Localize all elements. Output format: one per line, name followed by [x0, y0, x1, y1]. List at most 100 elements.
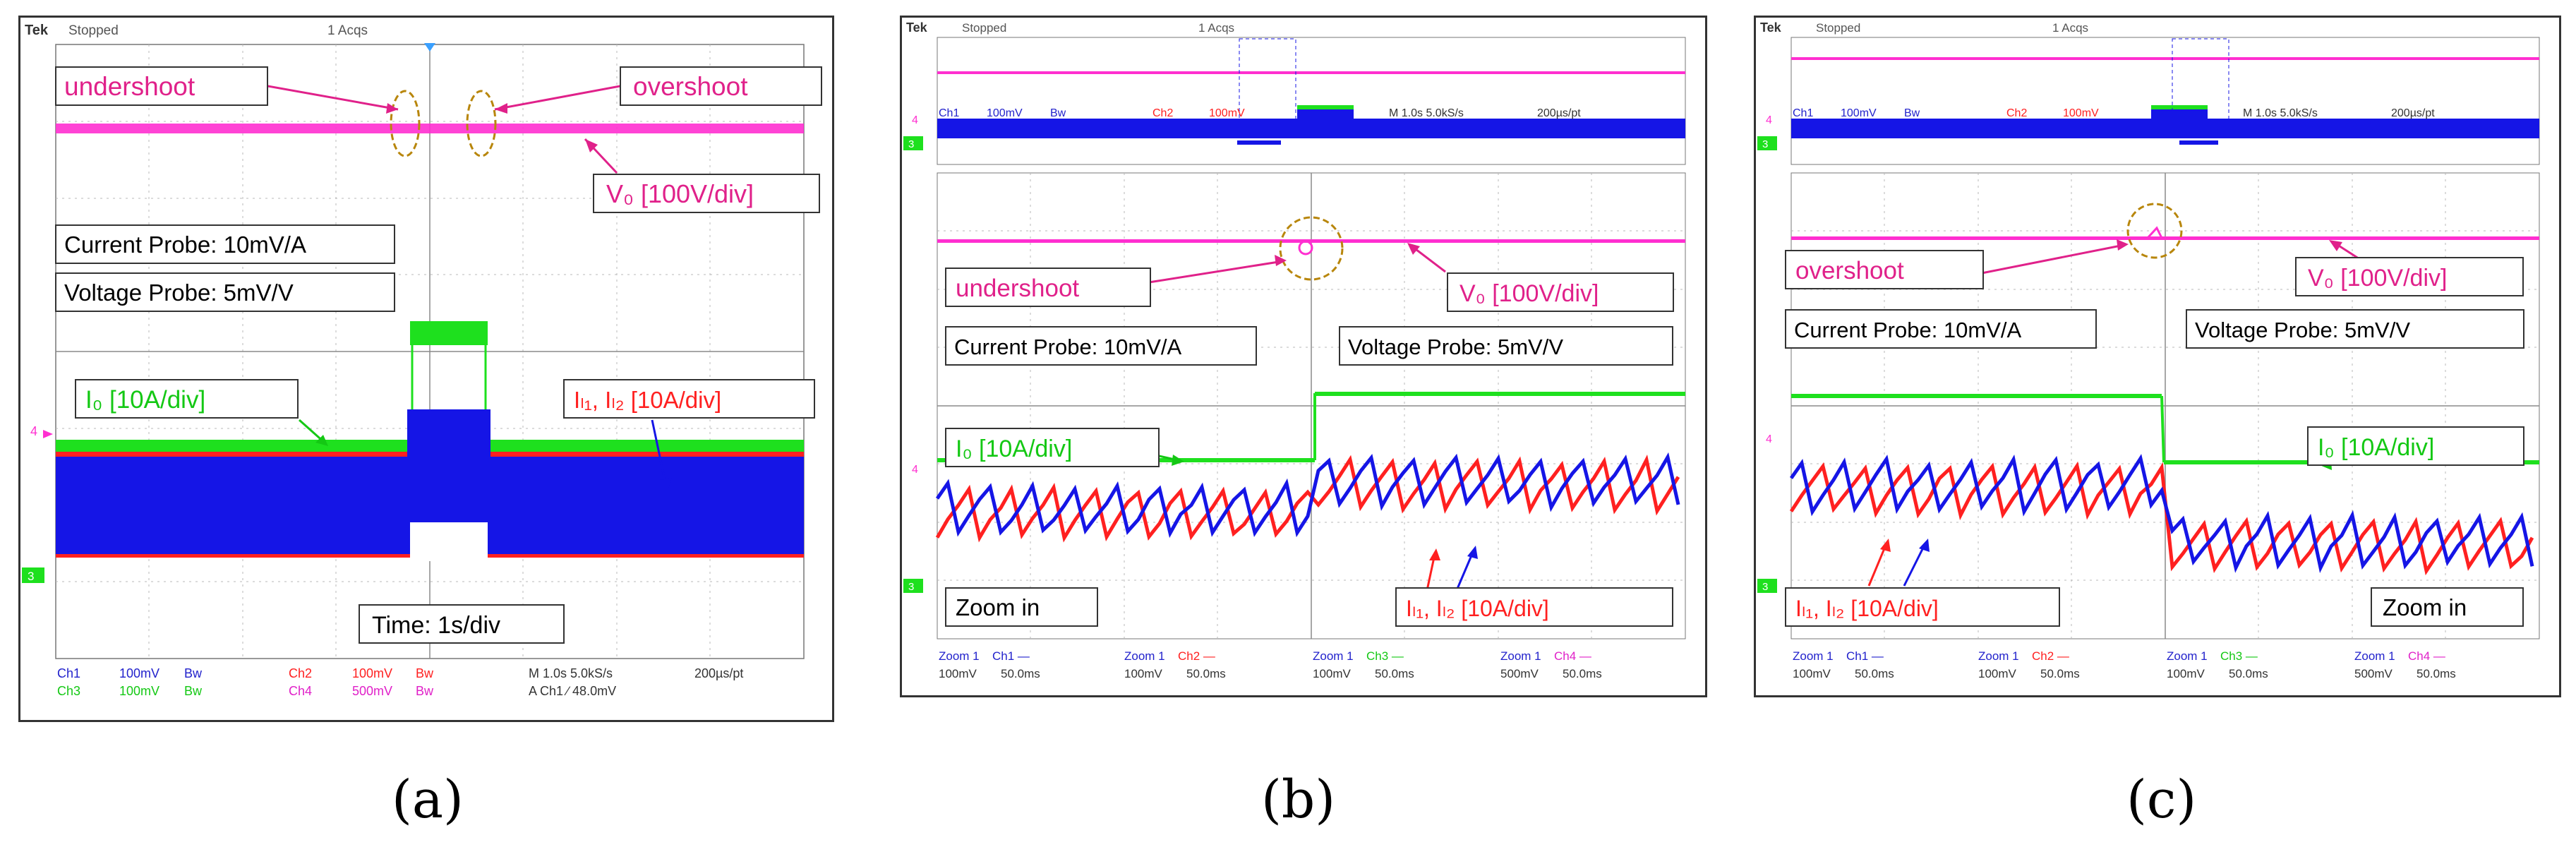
- svg-text:A Ch1 ∕ 48.0mV: A Ch1 ∕ 48.0mV: [529, 684, 616, 698]
- overshoot-label: overshoot: [633, 72, 748, 101]
- svg-text:100mV: 100mV: [2063, 107, 2099, 119]
- vo-trace: [56, 124, 804, 133]
- caption-c: (c): [2126, 769, 2196, 830]
- svg-text:Βw: Βw: [1904, 107, 1920, 119]
- current-probe-label: Current Probe: 10mV/A: [64, 232, 306, 258]
- svg-text:50.0ms: 50.0ms: [2229, 667, 2268, 680]
- acqs-label: 1 Acqs: [327, 23, 368, 38]
- vo-label: V₀ [100V/div]: [606, 179, 754, 208]
- svg-text:Ch4: Ch4: [289, 684, 312, 698]
- svg-text:500mV: 500mV: [2354, 667, 2393, 680]
- vo-label-b: V₀ [100V/div]: [1459, 280, 1599, 307]
- svg-text:200µs/pt: 200µs/pt: [1537, 107, 1581, 119]
- svg-text:Zoom 1: Zoom 1: [1978, 649, 2019, 663]
- overshoot-label-c: overshoot: [1795, 257, 1904, 284]
- svg-text:Zoom 1: Zoom 1: [939, 649, 980, 663]
- svg-text:Ch1 —: Ch1 —: [992, 649, 1030, 663]
- il-label-c: Iₗ₁, Iₗ₂ [10A/div]: [1795, 596, 1939, 621]
- svg-text:50.0ms: 50.0ms: [1563, 667, 1602, 680]
- svg-text:Βw: Βw: [1050, 107, 1066, 119]
- svg-text:Zoom 1: Zoom 1: [1500, 649, 1541, 663]
- io-label-c: I₀ [10A/div]: [2318, 434, 2434, 461]
- svg-text:100mV: 100mV: [939, 667, 977, 680]
- scope-screen-a: Tek Stopped 1 Acqs 4 3 undershoot oversh…: [20, 18, 832, 720]
- svg-text:Ch1: Ch1: [939, 107, 959, 119]
- svg-text:4: 4: [912, 464, 918, 476]
- svg-text:100mV: 100mV: [1124, 667, 1163, 680]
- svg-text:Stopped: Stopped: [962, 21, 1006, 35]
- svg-text:Ch2 —: Ch2 —: [2032, 649, 2069, 663]
- io-trace-c: [1791, 394, 2162, 398]
- svg-text:100mV: 100mV: [119, 684, 160, 698]
- scope-panel-c: Tek Stopped 1 Acqs Ch1 100mV Βw Ch2 100m…: [1754, 16, 2561, 697]
- zoom-footer-b: Zoom 1Ch1 — Zoom 1Ch2 — Zoom 1Ch3 — Zoom…: [939, 649, 1602, 680]
- svg-text:3: 3: [1762, 581, 1768, 593]
- brand-label: Tek: [25, 23, 49, 38]
- svg-text:Βw: Βw: [184, 684, 203, 698]
- scope-panel-a: Tek Stopped 1 Acqs 4 3 undershoot oversh…: [18, 16, 834, 722]
- caption-b: (b): [1261, 769, 1335, 830]
- svg-text:Ch3 —: Ch3 —: [1366, 649, 1404, 663]
- svg-text:Ch2: Ch2: [289, 666, 312, 680]
- svg-text:4: 4: [1766, 114, 1772, 126]
- undershoot-label: undershoot: [64, 72, 195, 101]
- svg-text:M 1.0s 5.0kS/s: M 1.0s 5.0kS/s: [2243, 107, 2318, 119]
- svg-text:Ch1 —: Ch1 —: [1846, 649, 1884, 663]
- current-probe-label-b: Current Probe: 10mV/A: [954, 335, 1182, 359]
- scope-screen-c: Tek Stopped 1 Acqs Ch1 100mV Βw Ch2 100m…: [1756, 18, 2559, 695]
- svg-text:100mV: 100mV: [1793, 667, 1831, 680]
- svg-text:Βw: Βw: [184, 666, 203, 680]
- svg-text:50.0ms: 50.0ms: [1375, 667, 1414, 680]
- svg-text:3: 3: [908, 581, 914, 593]
- svg-text:Ch3 —: Ch3 —: [2220, 649, 2258, 663]
- svg-text:Ch2 —: Ch2 —: [1178, 649, 1215, 663]
- svg-text:Stopped: Stopped: [1816, 21, 1860, 35]
- undershoot-label-b: undershoot: [956, 275, 1079, 302]
- il-label-b: Iₗ₁, Iₗ₂ [10A/div]: [1406, 596, 1549, 621]
- svg-text:4: 4: [1766, 433, 1772, 445]
- svg-text:500mV: 500mV: [1500, 667, 1539, 680]
- svg-text:Ch4 —: Ch4 —: [2408, 649, 2445, 663]
- svg-text:Tek: Tek: [1760, 20, 1782, 35]
- scope-panel-b: Tek Stopped 1 Acqs Ch1 100mV Βw Ch2 100m…: [900, 16, 1707, 697]
- caption-a: (a): [392, 769, 464, 830]
- svg-text:3: 3: [1762, 138, 1768, 150]
- svg-text:Zoom 1: Zoom 1: [1793, 649, 1834, 663]
- footer-a: Ch1 100mV Βw Ch2 100mV Βw M 1.0s 5.0kS/s…: [57, 666, 743, 698]
- svg-text:1 Acqs: 1 Acqs: [2052, 21, 2088, 35]
- io-label: I₀ [10A/div]: [85, 386, 205, 414]
- svg-text:500mV: 500mV: [352, 684, 392, 698]
- svg-text:Βw: Βw: [416, 684, 434, 698]
- svg-text:Ch2: Ch2: [2006, 107, 2027, 119]
- vo-label-c: V₀ [100V/div]: [2308, 265, 2447, 292]
- svg-text:200µs/pt: 200µs/pt: [694, 666, 743, 680]
- svg-text:Ch4 —: Ch4 —: [1554, 649, 1591, 663]
- svg-text:100mV: 100mV: [1978, 667, 2017, 680]
- svg-text:Tek: Tek: [906, 20, 928, 35]
- svg-text:Zoom 1: Zoom 1: [2167, 649, 2208, 663]
- svg-text:100mV: 100mV: [1313, 667, 1352, 680]
- svg-text:3: 3: [908, 138, 914, 150]
- io-label-b: I₀ [10A/div]: [956, 435, 1072, 462]
- voltage-probe-label-c: Voltage Probe: 5mV/V: [2195, 318, 2410, 342]
- svg-text:Ch2: Ch2: [1152, 107, 1173, 119]
- svg-text:50.0ms: 50.0ms: [1855, 667, 1894, 680]
- svg-text:Βw: Βw: [416, 666, 434, 680]
- zoom-label-c: Zoom in: [2383, 594, 2467, 620]
- svg-text:100mV: 100mV: [2167, 667, 2205, 680]
- zoom-label-b: Zoom in: [956, 594, 1040, 620]
- time-label: Time: 1s/div: [372, 612, 500, 639]
- svg-text:100mV: 100mV: [987, 107, 1023, 119]
- vo-trace-c: [1791, 236, 2539, 240]
- svg-text:100mV: 100mV: [119, 666, 160, 680]
- svg-text:50.0ms: 50.0ms: [1186, 667, 1226, 680]
- svg-text:Ch1: Ch1: [57, 666, 80, 680]
- svg-text:100mV: 100mV: [1209, 107, 1245, 119]
- svg-text:M 1.0s 5.0kS/s: M 1.0s 5.0kS/s: [529, 666, 613, 680]
- svg-text:100mV: 100mV: [352, 666, 392, 680]
- svg-text:50.0ms: 50.0ms: [1001, 667, 1040, 680]
- svg-text:1 Acqs: 1 Acqs: [1198, 21, 1234, 35]
- zoom-footer-c: Zoom 1Ch1 — Zoom 1Ch2 — Zoom 1Ch3 — Zoom…: [1793, 649, 2456, 680]
- svg-text:Zoom 1: Zoom 1: [1313, 649, 1354, 663]
- svg-text:3: 3: [28, 570, 34, 583]
